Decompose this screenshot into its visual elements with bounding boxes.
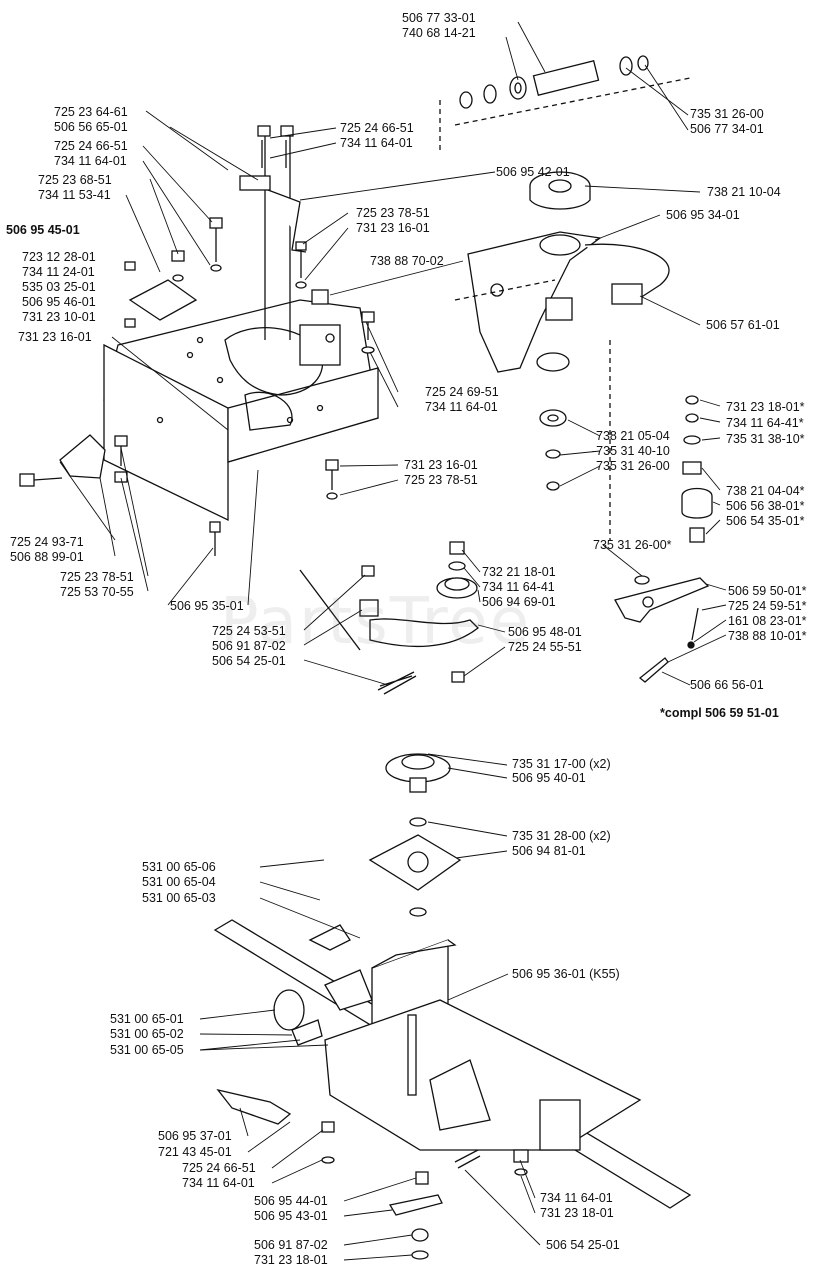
part-label: 506 95 44-01 [254, 1194, 328, 1208]
part-label: 734 11 64-01 [425, 400, 498, 414]
part-label: 734 11 64-01 [540, 1191, 613, 1205]
part-label: 725 53 70-55 [60, 585, 134, 599]
part-label: 725 24 53-51 [212, 624, 286, 638]
part-label: 738 21 04-04* [726, 484, 805, 498]
part-label: 506 94 69-01 [482, 595, 556, 609]
part-label: 531 00 65-02 [110, 1027, 184, 1041]
part-label: 506 95 43-01 [254, 1209, 328, 1223]
part-label: 506 56 38-01* [726, 499, 805, 513]
part-label: 725 24 59-51* [728, 599, 807, 613]
part-label: 506 54 35-01* [726, 514, 805, 528]
part-label: 725 24 93-71 [10, 535, 84, 549]
part-label: 506 56 65-01 [54, 120, 128, 134]
part-label: 734 11 24-01 [22, 265, 95, 279]
part-label: 735 31 26-00 [596, 459, 670, 473]
part-label: 725 23 78-51 [356, 206, 430, 220]
part-label: 535 03 25-01 [22, 280, 96, 294]
part-label: 734 11 64-41* [726, 416, 804, 430]
part-label: 738 21 10-04 [707, 185, 781, 199]
part-label: 725 24 66-51 [182, 1161, 256, 1175]
part-label: 506 59 50-01* [728, 584, 807, 598]
part-label: 731 23 18-01 [540, 1206, 614, 1220]
part-label: 531 00 65-01 [110, 1012, 184, 1026]
part-label: 506 95 37-01 [158, 1129, 232, 1143]
watermark: PartsTree [220, 585, 532, 659]
part-label: 731 23 16-01 [404, 458, 478, 472]
part-label: 506 95 40-01 [512, 771, 586, 785]
part-label: 506 54 25-01 [212, 654, 286, 668]
part-label: 734 11 64-01 [182, 1176, 255, 1190]
part-label: 738 21 05-04 [596, 429, 670, 443]
part-label: 731 23 10-01 [22, 310, 96, 324]
part-label: 731 23 16-01 [18, 330, 92, 344]
part-label: 731 23 18-01 [254, 1253, 328, 1267]
part-label: 735 31 38-10* [726, 432, 805, 446]
leader-lines [59, 21, 727, 1261]
part-label: 740 68 14-21 [402, 26, 476, 40]
part-label: 531 00 65-04 [142, 875, 216, 889]
part-label: 161 08 23-01* [728, 614, 807, 628]
top-shaft-assembly [439, 55, 691, 150]
part-label: 506 95 46-01 [22, 295, 96, 309]
part-label: 725 24 66-51 [54, 139, 128, 153]
part-label: 506 88 99-01 [10, 550, 84, 564]
part-label: 725 24 55-51 [508, 640, 582, 654]
part-label: 506 95 42-01 [496, 165, 570, 179]
part-label: 506 57 61-01 [706, 318, 780, 332]
part-label: 734 11 64-01 [340, 136, 413, 150]
part-label: 734 11 64-01 [54, 154, 127, 168]
part-label: 731 23 18-01* [726, 400, 805, 414]
frame-plate [103, 135, 379, 522]
part-label: 731 23 16-01 [356, 221, 430, 235]
part-label: 723 12 28-01 [22, 250, 96, 264]
part-label: 735 31 17-00 (x2) [512, 757, 611, 771]
part-label: 531 00 65-06 [142, 860, 216, 874]
idler-assembly [299, 541, 479, 695]
part-label: 735 31 26-00* [593, 538, 672, 552]
part-label: 725 23 64-61 [54, 105, 128, 119]
part-label-group-title: 506 95 45-01 [6, 223, 80, 237]
part-label: 506 66 56-01 [690, 678, 764, 692]
part-label: -735 31 40-10 [592, 444, 670, 458]
part-label: 506 95 48-01 [508, 625, 582, 639]
part-label: 725 23 68-51 [38, 173, 112, 187]
steering-bracket [454, 171, 670, 491]
part-label: 725 23 78-51 [404, 473, 478, 487]
part-label: 531 00 65-05 [110, 1043, 184, 1057]
part-label: 506 95 34-01 [666, 208, 740, 222]
kit-note: *compl 506 59 51-01 [660, 706, 779, 720]
part-label: 531 00 65-03 [142, 891, 216, 905]
part-label: 506 95 35-01 [170, 599, 244, 613]
part-label: 732 21 18-01 [482, 565, 556, 579]
part-label: 734 11 53-41 [38, 188, 111, 202]
part-label: 506 91 87-02 [212, 639, 286, 653]
part-label: 506 77 34-01 [690, 122, 764, 136]
part-label: 725 24 69-51 [425, 385, 499, 399]
part-label: 725 24 66-51 [340, 121, 414, 135]
transaxle-assembly [213, 753, 692, 1260]
part-label: 725 23 78-51 [60, 570, 134, 584]
part-label: 506 54 25-01 [546, 1238, 620, 1252]
part-label: 721 43 45-01 [158, 1145, 232, 1159]
steering-arm-kit [609, 340, 713, 683]
part-label: 735 31 26-00 [690, 107, 764, 121]
part-label: 506 91 87-02 [254, 1238, 328, 1252]
part-label: 738 88 70-02 [370, 254, 444, 268]
part-label: 506 95 36-01 (K55) [512, 967, 620, 981]
part-label: 738 88 10-01* [728, 629, 807, 643]
frame-hardware [19, 125, 375, 556]
part-label: 506 77 33-01 [402, 11, 476, 25]
part-label: 506 94 81-01 [512, 844, 586, 858]
part-label: 735 31 28-00 (x2) [512, 829, 611, 843]
part-label: 734 11 64-41 [482, 580, 555, 594]
